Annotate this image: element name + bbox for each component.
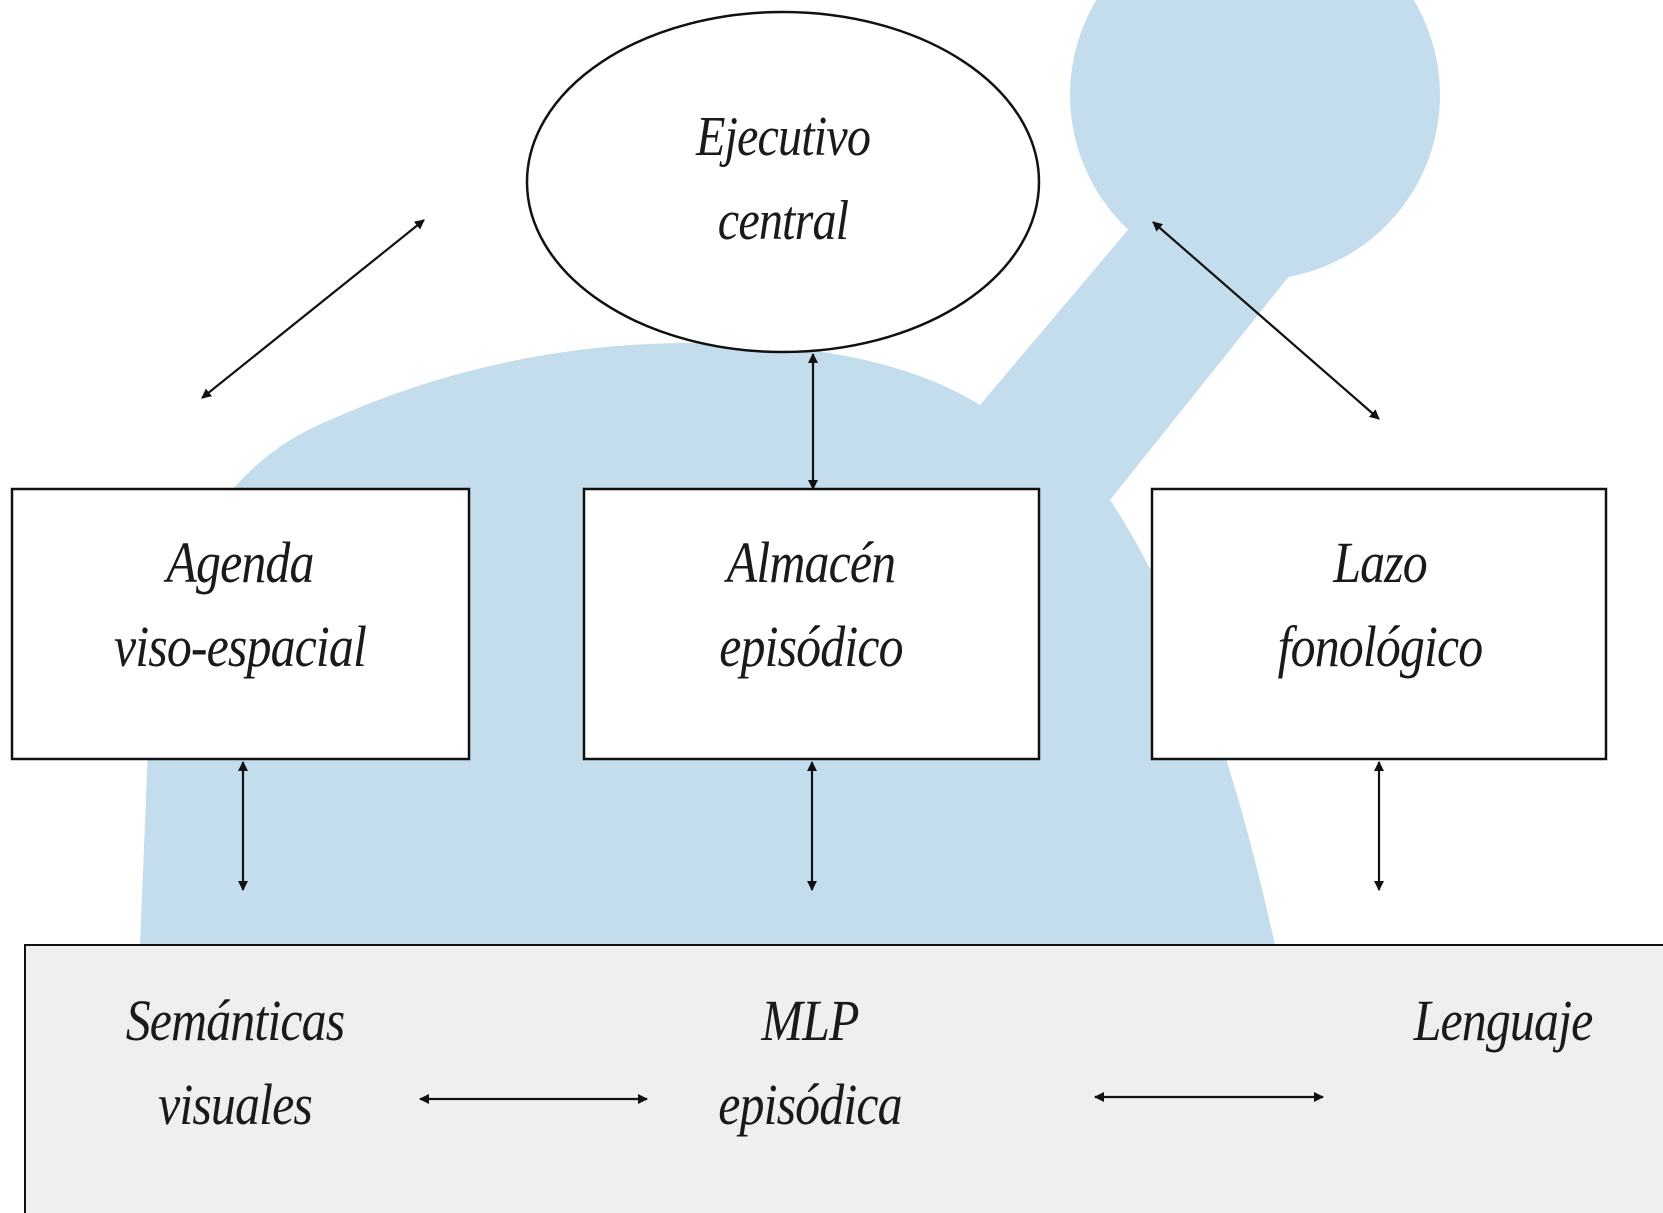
phonological-loop-box (1150, 487, 1608, 761)
visual-semantics-line1: Semánticas (125, 988, 345, 1053)
visuospatial-label: Agenda viso-espacial (68, 521, 412, 689)
central-executive-label: Ejecutivo central (611, 95, 955, 263)
episodic-buffer-line2: episódico (719, 614, 903, 679)
visual-semantics-label: Semánticas visuales (63, 979, 407, 1147)
episodic-buffer-line1: Almacén (726, 530, 896, 595)
language-label: Lenguaje (1331, 979, 1663, 1063)
phonological-line2: fonológico (1277, 614, 1484, 679)
episodic-ltm-line2: episódica (718, 1072, 902, 1137)
visual-semantics-line2: visuales (158, 1072, 313, 1137)
visuospatial-sketchpad-box (10, 487, 471, 761)
visuospatial-line1: Agenda (166, 530, 314, 595)
phonological-label: Lazo fonológico (1208, 521, 1552, 689)
phonological-line1: Lazo (1333, 530, 1427, 595)
central-executive-line1: Ejecutivo (695, 106, 871, 168)
episodic-ltm-line1: MLP (761, 988, 859, 1053)
arrow-executive-visuospatial (201, 219, 425, 399)
episodic-buffer-label: Almacén episódico (639, 521, 983, 689)
language-line1: Lenguaje (1413, 988, 1594, 1053)
central-executive-line2: central (717, 190, 849, 252)
long-term-memory-panel (24, 944, 1663, 1213)
visuospatial-line2: viso-espacial (113, 614, 367, 679)
episodic-ltm-label: MLP episódica (638, 979, 982, 1147)
central-executive-ellipse (525, 10, 1041, 354)
arrow-executive-phonological (1152, 221, 1380, 420)
